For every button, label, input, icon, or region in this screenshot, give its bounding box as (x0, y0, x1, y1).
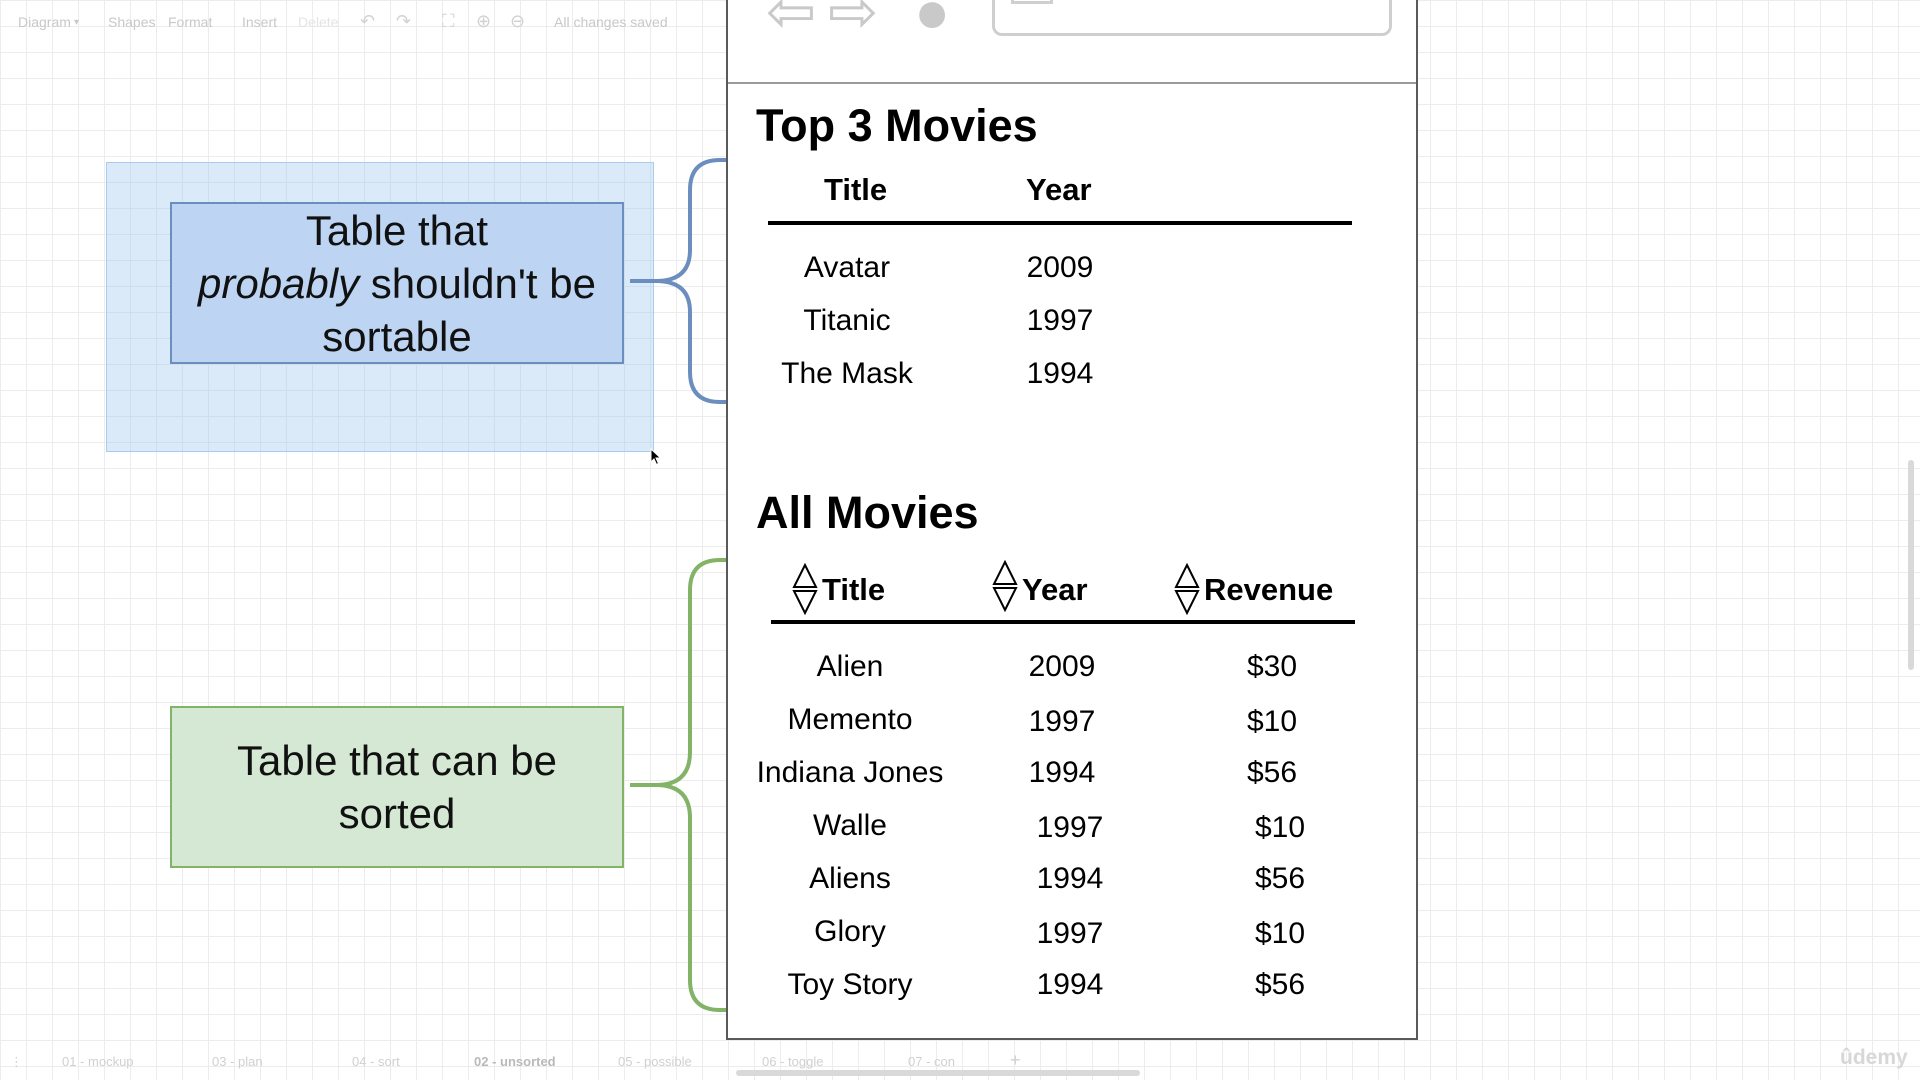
add-page-icon[interactable]: + (1010, 1050, 1021, 1070)
blue-brace (630, 158, 762, 404)
cell-title: Walle (813, 809, 887, 842)
menu-format[interactable]: Format (168, 14, 213, 30)
menu-insert[interactable]: Insert (242, 14, 278, 30)
horizontal-scrollbar[interactable] (736, 1070, 1140, 1076)
cell-year: 1994 (1036, 862, 1104, 895)
cell-year: 1994 (1028, 756, 1096, 789)
tab-02-unsorted[interactable]: 02 - unsorted (474, 1054, 556, 1069)
chevron-down-icon[interactable]: ▾ (74, 17, 80, 28)
tab-01-mockup[interactable]: 01 - mockup (62, 1054, 134, 1069)
cell-title: The Mask (781, 357, 913, 390)
cell-year: 1997 (1036, 811, 1104, 844)
note-unsortable-table[interactable]: Table that probably shouldn't be sortabl… (170, 202, 624, 364)
cell-revenue: $56 (1254, 862, 1306, 895)
cell-year: 1997 (1036, 917, 1104, 950)
menu-delete[interactable]: Delete (298, 14, 339, 30)
all-movies-title: All Movies (756, 487, 979, 538)
header-rule (768, 221, 1352, 225)
cell-revenue: $10 (1254, 917, 1306, 950)
cell-revenue: $56 (1254, 968, 1306, 1001)
cell-revenue: $56 (1246, 756, 1298, 789)
forward-arrow-icon[interactable]: ⇨ (828, 0, 879, 45)
column-header-year[interactable]: Year (1022, 572, 1088, 607)
cell-title: Indiana Jones (756, 756, 944, 789)
undo-icon[interactable]: ↶ (360, 11, 376, 31)
column-header-revenue[interactable]: Revenue (1204, 572, 1334, 607)
tabs-menu-icon[interactable]: ⋮ (10, 1054, 23, 1069)
cell-title: Aliens (809, 862, 891, 895)
redo-icon[interactable]: ↷ (396, 11, 412, 31)
zoom-in-icon[interactable]: ⊕ (476, 11, 492, 31)
cell-year: 1997 (1026, 304, 1094, 337)
cell-title: Memento (787, 703, 913, 736)
page-tabs: ⋮ 01 - mockup 03 - plan 04 - sort 02 - u… (0, 1050, 1060, 1074)
brand-logo: ûdemy (1840, 1046, 1908, 1069)
column-header-title: Title (824, 172, 888, 207)
tab-07-con[interactable]: 07 - con (908, 1054, 955, 1069)
note-emphasis: probably (198, 259, 360, 307)
note-line-1: Table that can be (237, 737, 557, 784)
cell-year: 1997 (1028, 705, 1096, 738)
mouse-cursor-icon (650, 448, 662, 466)
tab-04-sort[interactable]: 04 - sort (352, 1054, 400, 1069)
url-bar[interactable] (992, 0, 1392, 36)
cell-year: 2009 (1028, 650, 1096, 683)
top-movies-title: Top 3 Movies (756, 100, 1038, 151)
cell-revenue: $10 (1254, 811, 1306, 844)
menu-diagram[interactable]: Diagram (18, 14, 71, 30)
cell-title: Titanic (803, 304, 891, 337)
column-header-year: Year (1026, 172, 1092, 207)
fullscreen-icon[interactable]: ⛶ (442, 11, 455, 31)
sort-icon[interactable] (1174, 563, 1200, 615)
green-brace (630, 558, 762, 1012)
toolbar: Diagram ▾ Shapes Format Insert Delete ↶ … (0, 0, 728, 44)
browser-divider (728, 82, 1416, 84)
cell-title: Avatar (803, 251, 891, 284)
menu-shapes[interactable]: Shapes (108, 14, 156, 30)
sort-icon[interactable] (992, 560, 1018, 612)
cell-year: 1994 (1036, 968, 1104, 1001)
browser-mockup: ⇦ ⇨ ● Top 3 Movies Title Year Avatar 200… (726, 0, 1418, 1040)
tab-05-possible[interactable]: 05 - possible (618, 1054, 692, 1069)
header-rule (771, 620, 1355, 624)
tab-06-toggle[interactable]: 06 - toggle (762, 1054, 824, 1069)
cell-revenue: $10 (1246, 705, 1298, 738)
refresh-icon[interactable]: ● (914, 0, 951, 45)
column-header-title[interactable]: Title (822, 572, 886, 607)
cell-title: Alien (816, 650, 884, 683)
cell-title: Toy Story (787, 968, 913, 1001)
note-line-2: shouldn't be (359, 259, 596, 307)
tab-03-plan[interactable]: 03 - plan (212, 1054, 263, 1069)
vertical-scrollbar[interactable] (1908, 460, 1914, 670)
sort-icon[interactable] (792, 563, 818, 615)
note-sortable-table[interactable]: Table that can be sorted (170, 706, 624, 868)
zoom-out-icon[interactable]: ⊖ (510, 11, 526, 31)
note-line-1: Table that (305, 206, 489, 254)
cell-revenue: $30 (1246, 650, 1298, 683)
cell-title: Glory (814, 915, 886, 948)
cell-year: 1994 (1026, 357, 1094, 390)
back-arrow-icon[interactable]: ⇦ (766, 0, 817, 45)
page-icon (1011, 0, 1053, 4)
note-line-3: sortable (322, 312, 472, 360)
save-status: All changes saved (554, 14, 668, 30)
note-line-2: sorted (338, 790, 456, 837)
cell-year: 2009 (1026, 251, 1094, 284)
